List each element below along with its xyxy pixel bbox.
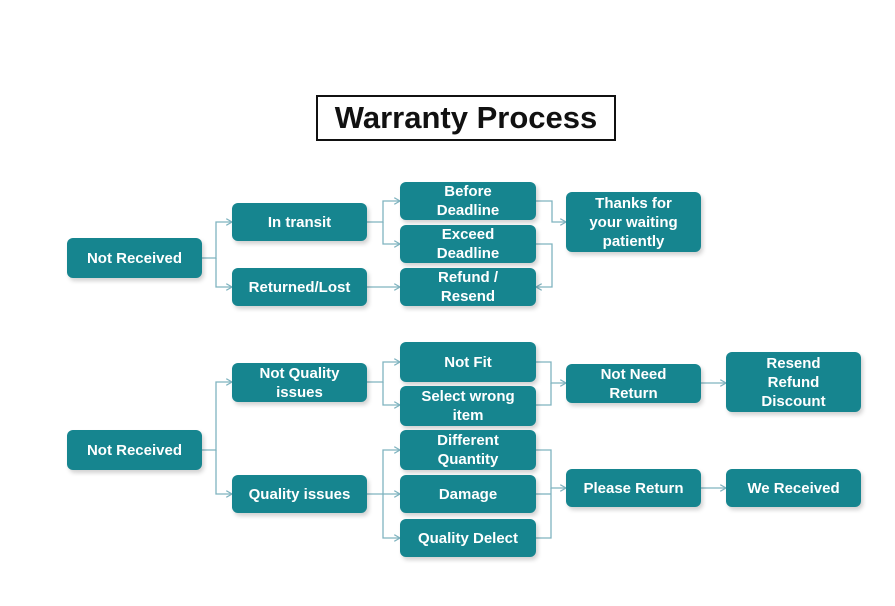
node-not-quality-issues: Not Quality issues [232,363,367,402]
node-select-wrong-item: Select wrong item [400,386,536,426]
connector-diffqty-please [536,449,566,488]
node-in-transit: In transit [232,203,367,241]
page-title: Warranty Process [316,95,616,141]
node-refund-resend: Refund / Resend [400,268,536,306]
node-different-quantity: Different Quantity [400,430,536,470]
connector-quality-defect [382,494,400,538]
connector-root2-notquality [202,382,232,451]
connector-intransit-exceed [382,222,400,244]
connector-notquality-notfit [367,362,400,383]
node-not-received-2: Not Received [67,430,202,470]
connector-intransit-before [367,201,400,223]
node-quality-issues: Quality issues [232,475,367,513]
connector-select-notneed [536,383,552,406]
node-exceed-deadline: Exceed Deadline [400,225,536,263]
connector-root2-quality [215,450,232,494]
node-damage: Damage [400,475,536,513]
connector-notfit-notneed [536,361,566,383]
connector-root1-returned [215,258,232,287]
connector-quality-diffqty [367,450,400,495]
node-quality-defect: Quality Delect [400,519,536,557]
node-please-return: Please Return [566,469,701,507]
connector-defect-please [536,488,552,539]
node-before-deadline: Before Deadline [400,182,536,220]
connector-exceed-refund [536,243,553,287]
node-not-need-return: Not Need Return [566,364,701,403]
node-not-fit: Not Fit [400,342,536,382]
node-resend-refund-discount: Resend Refund Discount [726,352,861,412]
connector-notquality-select [382,382,400,405]
node-thanks-waiting: Thanks for your waiting patiently [566,192,701,252]
connector-root1-intransit [202,222,232,259]
node-returned-lost: Returned/Lost [232,268,367,306]
connector-before-thanks [536,200,566,222]
node-not-received-1: Not Received [67,238,202,278]
node-we-received: We Received [726,469,861,507]
